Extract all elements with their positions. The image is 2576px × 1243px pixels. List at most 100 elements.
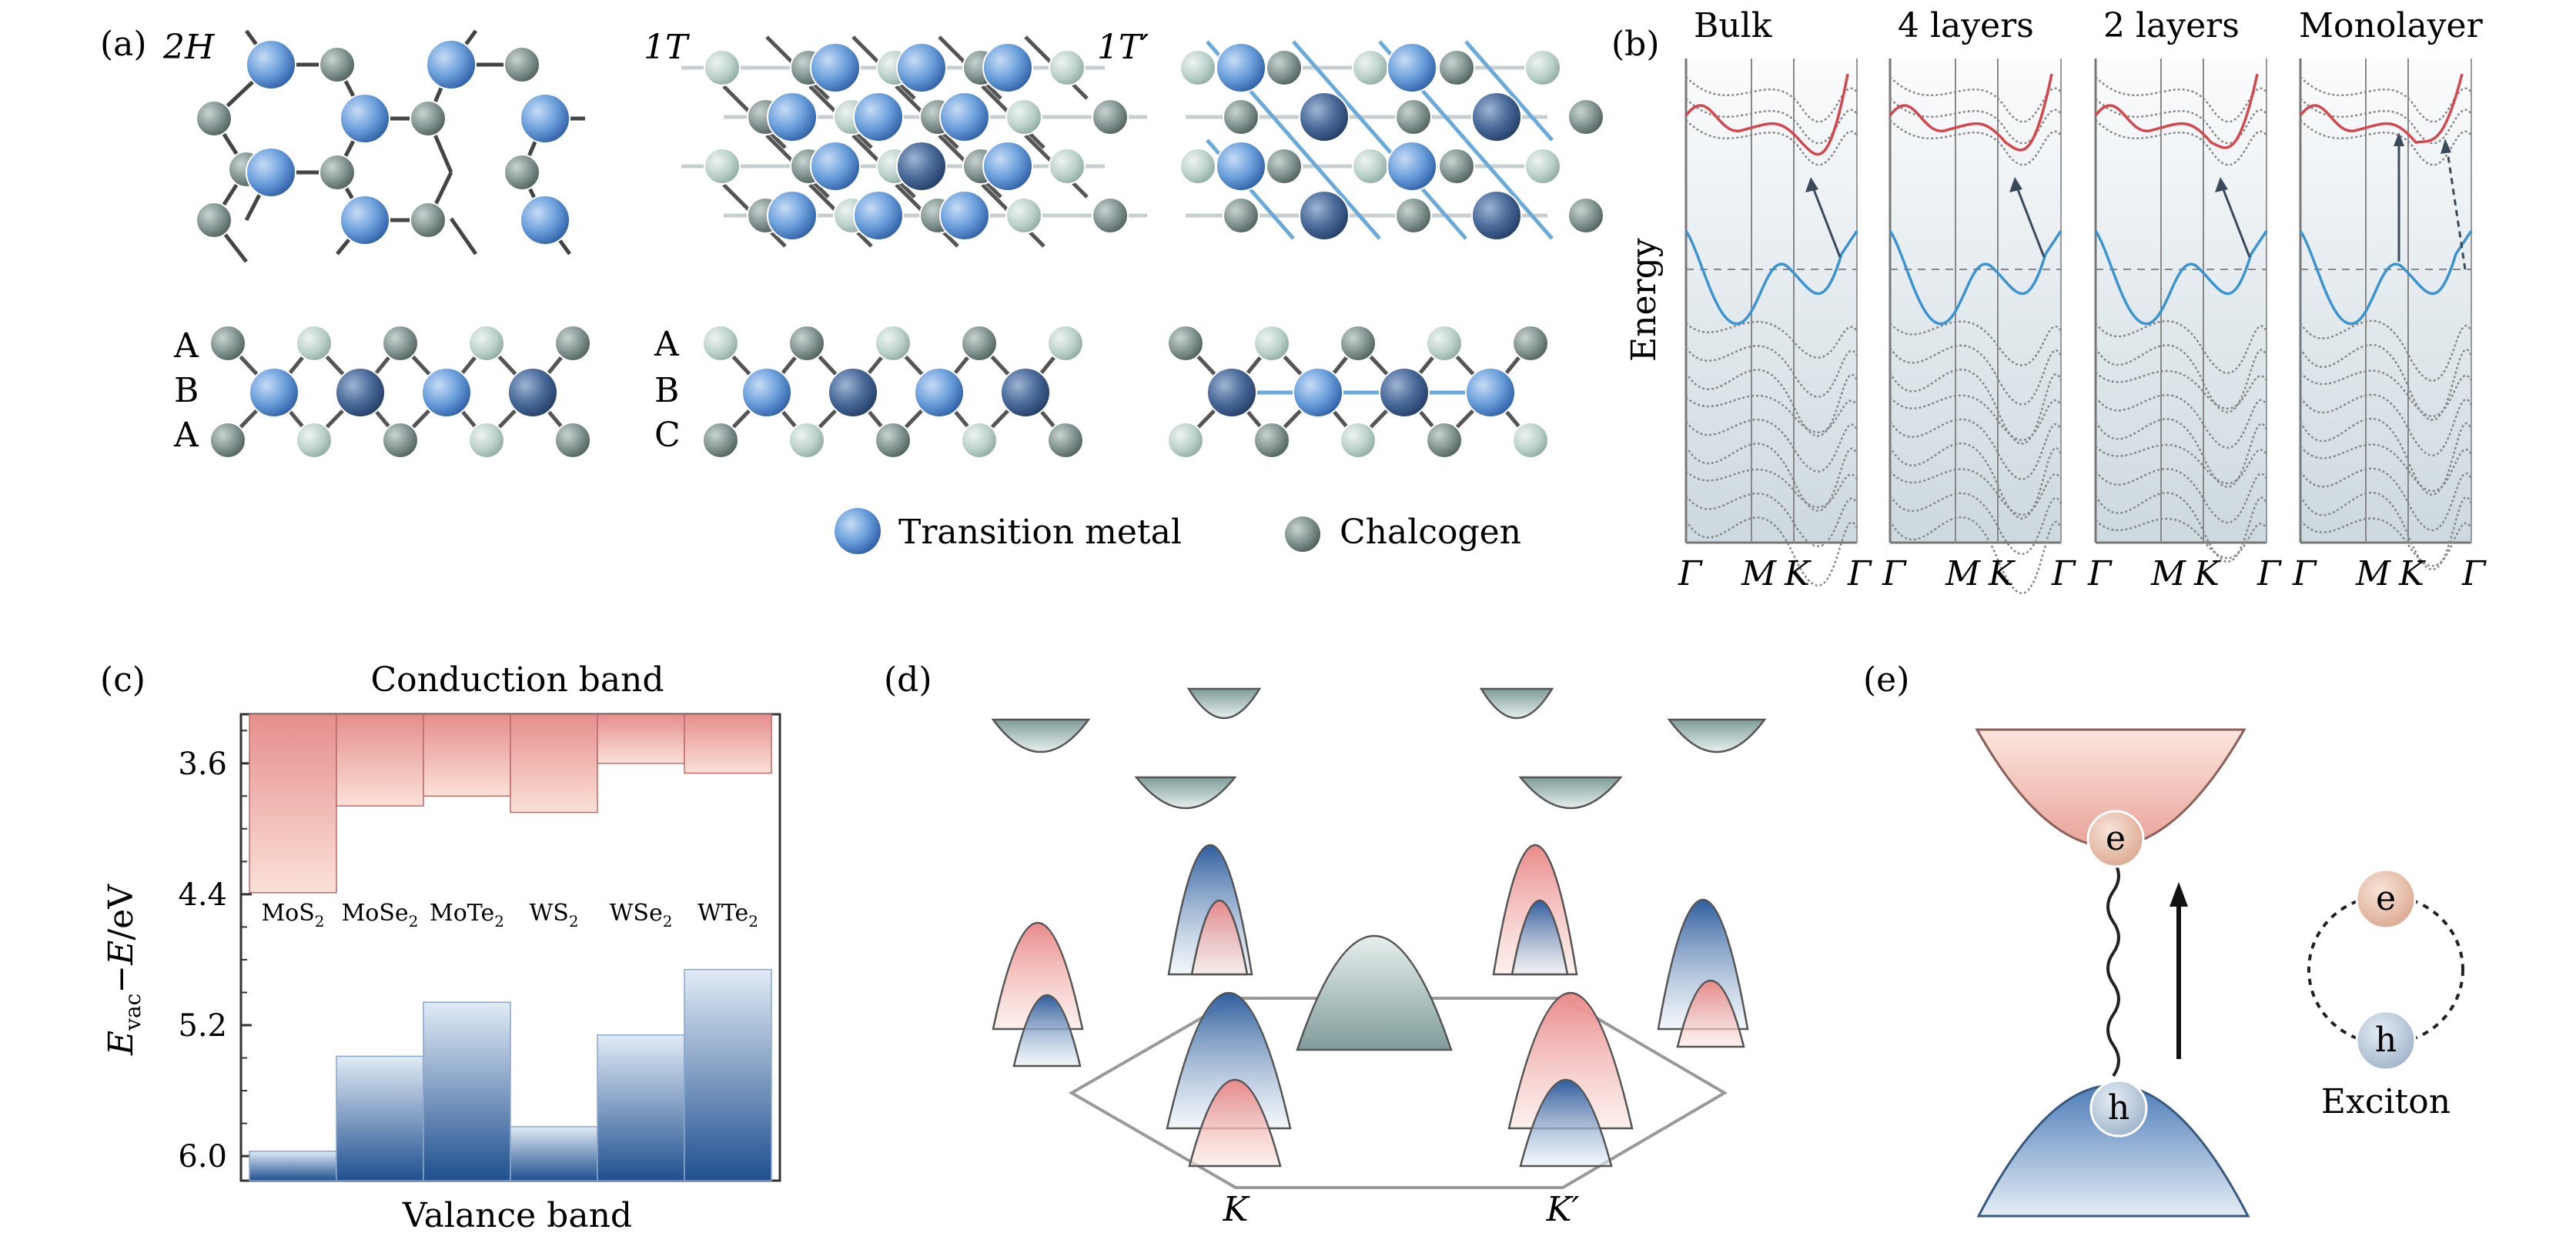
band-plot-background xyxy=(2300,58,2471,543)
k-point-label: K xyxy=(2398,554,2426,593)
transition-metal-atom xyxy=(982,42,1033,93)
transition-metal-atom xyxy=(340,93,390,144)
transition-metal-atom xyxy=(1387,141,1437,192)
structure-1tp-side xyxy=(1167,325,1549,459)
valence-band-curve xyxy=(1889,230,2062,326)
bond xyxy=(1249,188,1295,240)
category-label: WTe2 xyxy=(698,900,758,931)
chalcogen-atom xyxy=(1426,325,1463,362)
structure-1t-side xyxy=(702,325,1084,459)
transition-metal-atom xyxy=(939,92,990,142)
band-line xyxy=(1889,443,2062,520)
chalcogen-atom xyxy=(1512,422,1549,459)
transition-metal-atom xyxy=(1216,42,1266,93)
band-line xyxy=(2095,320,2268,374)
conduction-bar xyxy=(249,713,337,894)
chalcogen-atom xyxy=(410,202,447,239)
transition-metal-atom xyxy=(767,92,818,142)
chalcogen-atom xyxy=(1438,148,1475,185)
legend-chalcogen-label: Chalcogen xyxy=(1340,513,1521,552)
transition-metal-atom xyxy=(246,39,296,90)
transition-metal-atom xyxy=(335,367,386,418)
conduction-bar xyxy=(510,713,598,814)
panel-c: (c) Conduction band Valance band Evac−E/… xyxy=(100,660,781,1235)
chalcogen-atom xyxy=(1167,422,1204,459)
phase-2h-label: 2H xyxy=(162,28,216,67)
exciton-label: Exciton xyxy=(2321,1082,2451,1121)
transition-metal-atom xyxy=(939,190,990,241)
valence-band-curve xyxy=(2094,230,2268,326)
chalcogen-atom xyxy=(1352,148,1389,185)
transition-arrow xyxy=(2219,181,2251,258)
chalcogen-atom xyxy=(1253,422,1290,459)
chalcogen-atom xyxy=(1253,325,1290,362)
band-line xyxy=(1889,344,2062,406)
chalcogen-atom xyxy=(1266,49,1303,86)
band-line xyxy=(1889,369,2062,445)
chalcogen-atom xyxy=(1524,148,1561,185)
y-tick-label: 3.6 xyxy=(178,747,227,782)
excitation-arrow-head xyxy=(2170,882,2188,907)
band-line xyxy=(2299,467,2473,531)
chalcogen-atom xyxy=(702,325,739,362)
bond xyxy=(1249,89,1295,142)
chalcogen-atom xyxy=(1524,49,1561,86)
chalcogen-atom xyxy=(1092,99,1129,135)
ylabel-sub: vac xyxy=(120,994,146,1031)
chalcogen-atom xyxy=(410,100,447,137)
band-line xyxy=(2095,369,2268,410)
bond xyxy=(1292,139,1338,191)
panel-d: (d) K K′ xyxy=(884,660,1767,1229)
band-line xyxy=(1685,419,1858,473)
valence-valley-spin-up xyxy=(1188,1079,1282,1168)
k-point-label: K xyxy=(1784,554,1812,593)
exciton-electron xyxy=(2355,868,2417,930)
transition-arrow-head xyxy=(2394,132,2404,146)
chalcogen-atom xyxy=(209,325,246,362)
conduction-bar xyxy=(423,713,511,797)
chalcogen-atom xyxy=(209,422,246,459)
valence-valley-spin-down xyxy=(1012,994,1082,1068)
bond xyxy=(1464,40,1510,92)
transition-arrow-head xyxy=(2009,177,2022,192)
valence-valley-spin-down xyxy=(1166,991,1292,1130)
valence-bar xyxy=(336,1055,424,1181)
stack-2h-a1: A xyxy=(173,326,199,366)
band-line xyxy=(1684,443,1858,512)
chalcogen-atom xyxy=(788,422,825,459)
conduction-band-curve xyxy=(1889,73,2053,152)
panel-a: (a) 2H 1T 1T′ A B A A B C Transition met… xyxy=(100,25,1604,554)
chalcogen-atom xyxy=(296,422,333,459)
band-line xyxy=(2299,344,2473,421)
bond xyxy=(1464,139,1510,191)
band-line xyxy=(1889,492,2062,555)
chalcogen-atom xyxy=(1395,197,1432,234)
conduction-valley xyxy=(1479,687,1554,720)
transition-metal-atom xyxy=(741,367,792,418)
chalcogen-atom xyxy=(1047,325,1084,362)
transition-metal-atom xyxy=(249,367,299,418)
phase-1tp-label: 1T′ xyxy=(1097,28,1149,67)
gamma-valley xyxy=(1296,934,1453,1051)
category-label: WSe2 xyxy=(610,900,673,931)
band-plot-title: Bulk xyxy=(1694,6,1772,45)
k-point-label: K xyxy=(1988,554,2016,593)
chalcogen-atom xyxy=(1049,49,1086,86)
panel-c-ylabel: Evac−E/eV xyxy=(102,884,146,1056)
structure-1t-top xyxy=(681,35,1147,248)
band-line xyxy=(2095,443,2268,485)
transition-metal-atom xyxy=(1465,367,1516,418)
band-line xyxy=(1685,320,1858,359)
stack-1t-b: B xyxy=(654,371,679,410)
k-point-label: M xyxy=(1741,554,1777,593)
valence-valley-spin-up xyxy=(992,922,1084,1031)
hole-label: h xyxy=(2108,1088,2129,1128)
bond xyxy=(1421,188,1467,240)
chalcogen-atom xyxy=(196,202,233,239)
transition-metal-atom xyxy=(810,42,861,93)
conduction-band-curve xyxy=(2299,73,2464,144)
transition-metal-atom xyxy=(1293,367,1343,418)
k-point-label: Γ xyxy=(2292,554,2317,593)
k-point-label: Γ xyxy=(1847,554,1872,593)
k-point-label: Γ xyxy=(2461,554,2487,593)
